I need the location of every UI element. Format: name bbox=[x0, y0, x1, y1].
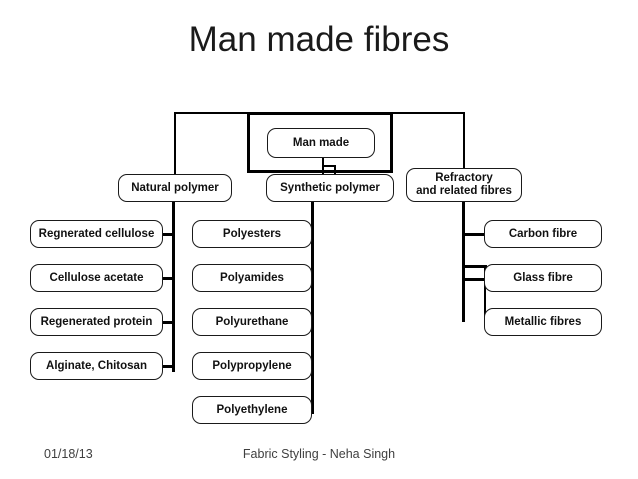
connector-drop-refractory bbox=[463, 112, 465, 174]
connector-stub-manmade-tick bbox=[322, 165, 336, 167]
connector-manmade-frame bbox=[247, 112, 393, 173]
node-glass-fibre-label: Glass fibre bbox=[513, 271, 573, 284]
node-refractory-label-line1: Refractory bbox=[435, 171, 493, 184]
connector-drop-natural bbox=[174, 112, 176, 180]
node-polypropylene[interactable]: Polypropylene bbox=[192, 352, 312, 380]
node-natural-polymer-label: Natural polymer bbox=[131, 181, 219, 194]
node-regnerated-cellulose[interactable]: Regnerated cellulose bbox=[30, 220, 163, 248]
footer-title: Fabric Styling - Neha Singh bbox=[242, 447, 396, 461]
node-polyesters-label: Polyesters bbox=[222, 227, 282, 240]
node-polypropylene-label: Polypropylene bbox=[212, 359, 292, 372]
slide-footer: 01/18/13 Fabric Styling - Neha Singh bbox=[0, 439, 638, 479]
node-polyurethane-label: Polyurethane bbox=[215, 315, 289, 328]
node-alginate-chitosan[interactable]: Alginate, Chitosan bbox=[30, 352, 163, 380]
connector-branch-refractory-3 bbox=[484, 265, 486, 323]
node-synthetic-polymer[interactable]: Synthetic polymer bbox=[266, 174, 394, 202]
node-regenerated-protein[interactable]: Regenerated protein bbox=[30, 308, 163, 336]
connector-trunk-synthetic bbox=[311, 202, 314, 414]
node-cellulose-acetate-label: Cellulose acetate bbox=[49, 271, 144, 284]
node-carbon-fibre[interactable]: Carbon fibre bbox=[484, 220, 602, 248]
node-polyamides-label: Polyamides bbox=[220, 271, 284, 284]
node-polyamides[interactable]: Polyamides bbox=[192, 264, 312, 292]
node-synthetic-polymer-label: Synthetic polymer bbox=[280, 181, 380, 194]
node-regnerated-cellulose-label: Regnerated cellulose bbox=[38, 227, 155, 240]
node-polyesters[interactable]: Polyesters bbox=[192, 220, 312, 248]
node-polyethylene-label: Polyethylene bbox=[216, 403, 288, 416]
node-cellulose-acetate[interactable]: Cellulose acetate bbox=[30, 264, 163, 292]
footer-date: 01/18/13 bbox=[44, 447, 93, 461]
node-polyurethane[interactable]: Polyurethane bbox=[192, 308, 312, 336]
node-refractory[interactable]: Refractory and related fibres bbox=[406, 168, 522, 202]
node-polyethylene[interactable]: Polyethylene bbox=[192, 396, 312, 424]
node-refractory-label-line2: and related fibres bbox=[416, 185, 512, 197]
connector-branch-refractory-1 bbox=[462, 233, 487, 236]
node-metallic-fibres[interactable]: Metallic fibres bbox=[484, 308, 602, 336]
node-man-made[interactable]: Man made bbox=[267, 128, 375, 158]
connector-stub-manmade-tick2 bbox=[334, 165, 336, 175]
node-regenerated-protein-label: Regenerated protein bbox=[40, 315, 153, 328]
connector-branch-refractory-2a bbox=[462, 265, 487, 268]
connector-stub-manmade bbox=[322, 158, 324, 180]
node-natural-polymer[interactable]: Natural polymer bbox=[118, 174, 232, 202]
connector-branch-refractory-2c bbox=[462, 278, 487, 281]
node-man-made-label: Man made bbox=[292, 136, 350, 149]
connector-trunk-refractory bbox=[462, 202, 465, 322]
connector-trunk-natural bbox=[172, 202, 175, 372]
node-carbon-fibre-label: Carbon fibre bbox=[508, 227, 578, 240]
node-metallic-fibres-label: Metallic fibres bbox=[504, 315, 582, 328]
node-alginate-chitosan-label: Alginate, Chitosan bbox=[46, 359, 147, 372]
node-glass-fibre[interactable]: Glass fibre bbox=[484, 264, 602, 292]
page-title: Man made fibres bbox=[188, 20, 450, 59]
